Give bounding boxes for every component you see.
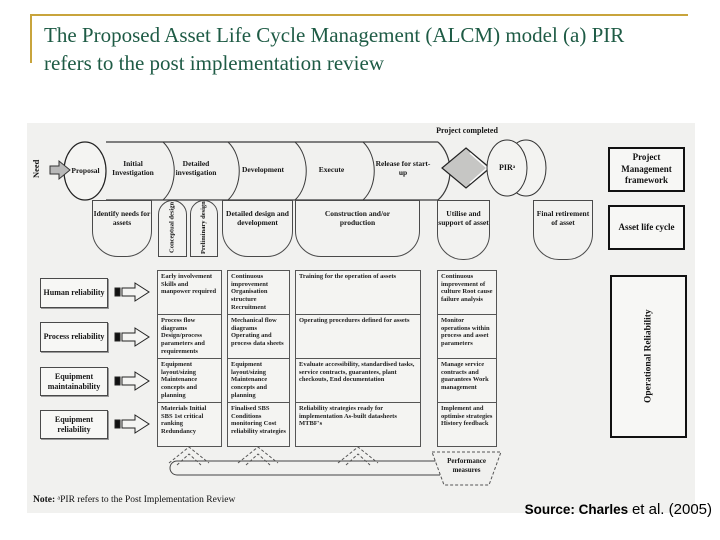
human-reliability-box: Human reliability bbox=[40, 278, 108, 308]
conceptual-design-box: Conceptual design bbox=[158, 200, 187, 257]
up-arrow-icon bbox=[337, 446, 379, 464]
project-management-framework-box: Project Management framework bbox=[608, 147, 685, 192]
matrix-cell-c1r3: Equipment layout/sizing Maintenance conc… bbox=[157, 358, 222, 403]
footnote-text: ᵃPIR refers to the Post Implementation R… bbox=[55, 495, 236, 505]
asset-life-cycle-box: Asset life cycle bbox=[608, 205, 685, 250]
block-arrow-icon bbox=[114, 414, 150, 434]
up-arrow-icon bbox=[168, 446, 210, 464]
matrix-cell-c1r4: Materials Initial SBS 1st critical ranki… bbox=[157, 402, 222, 447]
detailed-design-box: Detailed design and development bbox=[222, 200, 293, 257]
pir-cylinder bbox=[486, 139, 547, 197]
stage-detailed-investigation: Detailed investigation bbox=[175, 159, 217, 178]
project-completed-label: Project completed bbox=[436, 126, 498, 135]
matrix-cell-c2r4: Finalised SBS Conditions monitoring Cost… bbox=[227, 402, 290, 447]
utilise-support-box: Utilise and support of asset bbox=[437, 200, 490, 260]
source-suffix: et al. (2005) bbox=[631, 501, 712, 518]
feedback-pipe bbox=[169, 460, 440, 476]
matrix-cell-c3r2: Operating procedures defined for assets bbox=[295, 314, 421, 359]
block-arrow-icon bbox=[114, 327, 150, 347]
block-arrow-icon bbox=[114, 282, 150, 302]
title-left-rule bbox=[30, 14, 32, 63]
diagram-shapes bbox=[49, 139, 547, 486]
matrix-cell-c1r1: Early involvement Skills and manpower re… bbox=[157, 270, 222, 315]
source-prefix: Source: Charles bbox=[524, 502, 632, 517]
final-retirement-box: Final retirement of asset bbox=[533, 200, 593, 260]
matrix-cell-c4r1: Continuous improvement of culture Root c… bbox=[437, 270, 497, 315]
matrix-cell-c2r2: Mechanical flow diagrams Operating and p… bbox=[227, 314, 290, 359]
matrix-cell-c3r1: Training for the operation of assets bbox=[295, 270, 421, 315]
operational-reliability-box: Operational Reliability bbox=[610, 275, 687, 438]
preliminary-design-box: Preliminary design bbox=[190, 200, 218, 257]
reliability-arrows bbox=[114, 282, 150, 434]
matrix-cell-c4r3: Manage service contracts and guarantees … bbox=[437, 358, 497, 403]
project-completed-diamond bbox=[441, 147, 491, 189]
page-title: The Proposed Asset Life Cycle Management… bbox=[44, 23, 625, 75]
matrix-cell-c3r4: Reliability strategies ready for impleme… bbox=[295, 402, 421, 447]
pipeline-dividers bbox=[162, 141, 375, 201]
stage-initial-investigation: Initial Investigation bbox=[112, 159, 154, 178]
stage-execute: Execute bbox=[318, 165, 345, 174]
footnote: Note: ᵃPIR refers to the Post Implementa… bbox=[33, 495, 235, 505]
stage-release-start-up: Release for start-up bbox=[375, 159, 431, 178]
equipment-maintainability-box: Equipment maintainability bbox=[40, 367, 108, 396]
pir-label: PIRᵃ bbox=[498, 163, 516, 172]
footnote-prefix: Note: bbox=[33, 495, 56, 505]
equipment-reliability-box: Equipment reliability bbox=[40, 410, 108, 439]
up-arrow-icon bbox=[237, 446, 279, 464]
performance-measures-label: Performance measures bbox=[447, 457, 486, 475]
alcm-diagram: Need Proposal Initial Investigation Deta… bbox=[27, 123, 695, 513]
matrix-cell-c2r3: Equipment layout/sizing Maintenance conc… bbox=[227, 358, 290, 403]
source-citation: Source: Charles et al. (2005) bbox=[0, 501, 712, 519]
process-reliability-box: Process reliability bbox=[40, 322, 108, 352]
feedback-up-arrows bbox=[168, 446, 379, 466]
identify-needs-box: Identify needs for assets bbox=[92, 200, 152, 257]
matrix-cell-c3r3: Evaluate accessibility, standardised tas… bbox=[295, 358, 421, 403]
title-top-rule bbox=[30, 14, 688, 16]
construction-box: Construction and/or production bbox=[295, 200, 420, 257]
stage-development: Development bbox=[241, 165, 285, 174]
proposal-label: Proposal bbox=[71, 166, 100, 175]
matrix-cell-c4r4: Implement and optimise strategies Histor… bbox=[437, 402, 497, 447]
matrix-cell-c1r2: Process flow diagrams Design/process par… bbox=[157, 314, 222, 359]
block-arrow-icon bbox=[114, 371, 150, 391]
matrix-cell-c2r1: Continuous improvement Organisation stru… bbox=[227, 270, 290, 315]
need-label: Need bbox=[31, 159, 41, 179]
need-arrow-icon bbox=[49, 159, 71, 181]
performance-trapezoid bbox=[431, 451, 502, 486]
matrix-cell-c4r2: Monitor operations within process and as… bbox=[437, 314, 497, 359]
